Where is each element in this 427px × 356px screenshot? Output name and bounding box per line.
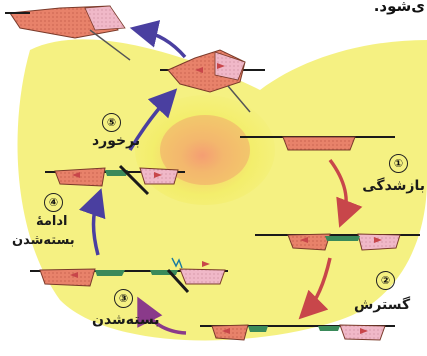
stage-2-label: گسترش (354, 297, 410, 313)
stage-3-number: ③ (114, 289, 133, 308)
stage-1-label: بازشدگی (362, 178, 425, 194)
stage-1-number: ① (389, 154, 408, 173)
stage-4-label-line1: ادامهٔ (36, 214, 68, 229)
stage-5-number: ⑤ (102, 113, 121, 132)
stage-4-label-line2: بسته‌شدن (12, 233, 75, 248)
stage-2-number: ② (376, 271, 395, 290)
header-text: ی‌شود. (374, 0, 425, 15)
stage-5-label: برخورد (92, 133, 140, 149)
stage-3-label: بسته‌شدن (92, 312, 160, 328)
stage-4-number: ④ (44, 193, 63, 212)
